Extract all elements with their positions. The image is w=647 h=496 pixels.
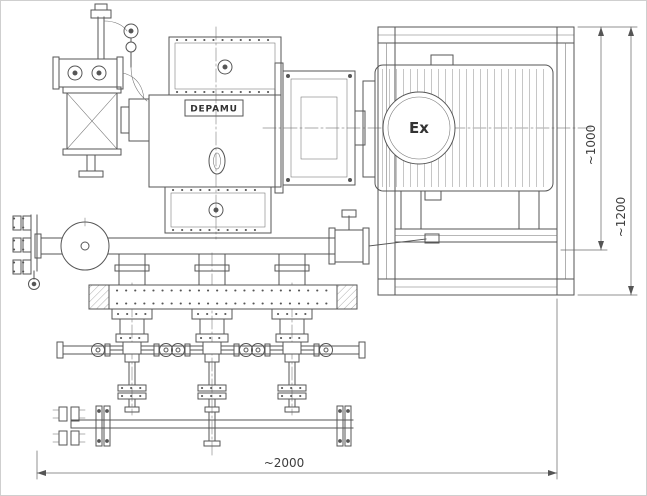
dimension-height-1000: ~1000 <box>560 26 638 251</box>
discharge-pipe-assembly <box>34 209 440 286</box>
discharge-manifold <box>88 284 358 310</box>
cylinder-housings <box>114 254 310 286</box>
fluid-end <box>56 284 366 447</box>
drain-piping <box>52 405 354 447</box>
valve-lever <box>368 238 427 247</box>
brand-label: DEPAMU <box>190 105 237 115</box>
pulsation-dampener <box>60 217 110 271</box>
center-drop-pipe <box>203 411 221 447</box>
dimension-length-2000: ~2000 <box>36 298 558 480</box>
stud-coupling <box>52 430 86 446</box>
motor-lifting-lug <box>430 54 454 66</box>
ex-rating-mark: Ex <box>382 91 456 165</box>
stud-flange <box>12 237 32 253</box>
plunger-assembly-right <box>250 307 334 414</box>
motor-end-bracket <box>362 80 376 178</box>
discharge-valve <box>328 209 440 265</box>
ex-marking-label: Ex <box>409 119 429 137</box>
brand-plate: DEPAMU <box>184 99 244 117</box>
stud-coupling <box>52 406 86 422</box>
lubrication-assembly <box>52 3 148 178</box>
motor-foot <box>518 190 540 230</box>
dimension-label-2000: ~2000 <box>264 456 305 470</box>
pipe-flange-pair-left <box>95 405 111 447</box>
motor-drain <box>424 190 442 201</box>
dimension-label-1000: ~1000 <box>584 125 598 166</box>
gearbox: DEPAMU <box>120 36 282 234</box>
coupling-housing <box>274 62 366 194</box>
gearbox-side-port <box>128 98 150 142</box>
pipe-flange-pair-right <box>336 405 352 447</box>
motor-foot <box>400 190 422 230</box>
dimension-label-1200: ~1200 <box>614 197 628 238</box>
stud-flange <box>12 215 32 231</box>
skid-frame <box>377 26 575 296</box>
inlet-flange-stack <box>12 214 40 290</box>
drain-valve-handwheel <box>28 278 40 290</box>
stud-flange <box>12 259 32 275</box>
electric-motor: Ex <box>362 54 554 201</box>
dimension-height-1200: ~1200 <box>577 26 638 296</box>
plunger-assembly-left <box>90 307 174 414</box>
